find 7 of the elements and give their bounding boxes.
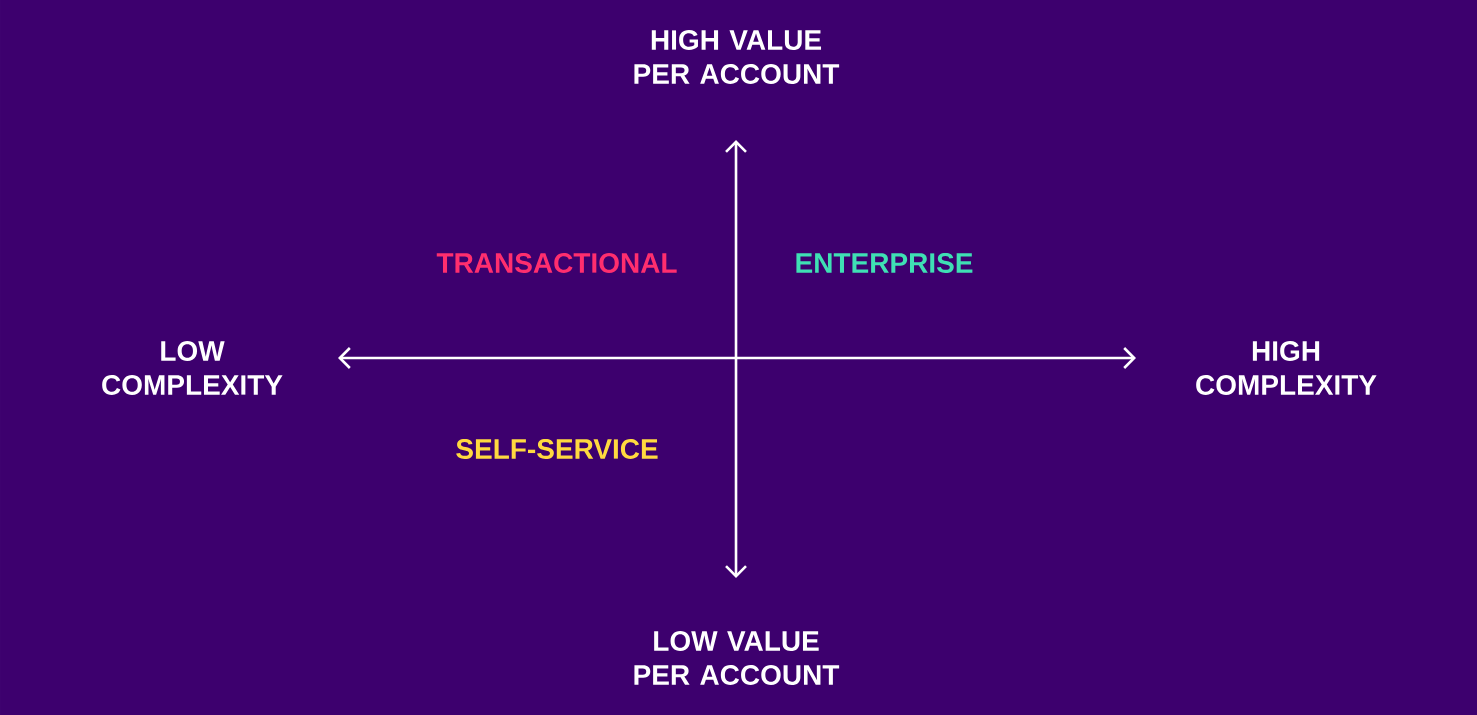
- axis-label: HIGH COMPLEXITY: [1196, 341, 1377, 395]
- quadrant-label: ENTERPRISE: [796, 253, 973, 273]
- quadrant-label: TRANSACTIONAL: [436, 253, 677, 273]
- axis-label: HIGH VALUE PER ACCOUNT: [634, 30, 840, 84]
- quadrant-label: SELF-SERVICE: [456, 439, 658, 459]
- axis-label: LOW COMPLEXITY: [102, 341, 283, 395]
- axis-label: LOW VALUE PER ACCOUNT: [634, 631, 840, 685]
